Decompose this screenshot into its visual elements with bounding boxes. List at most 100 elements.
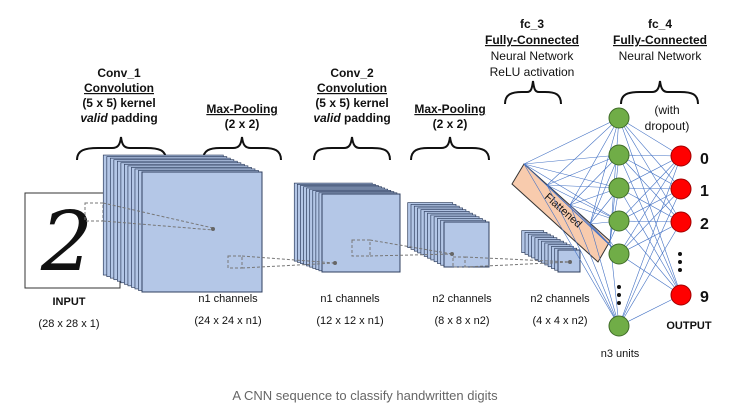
conv2-label: Conv_2 Convolution (5 x 5) kernel valid …: [313, 66, 390, 125]
connection-out: [618, 188, 682, 255]
projection-dot: [568, 260, 572, 264]
brace-pool1: [202, 136, 282, 161]
feature-map-front-2: [321, 193, 401, 273]
pool1-size: (2 x 2): [225, 117, 260, 131]
input-dims: (28 x 28 x 1): [38, 318, 99, 330]
connection-in: [523, 163, 620, 222]
connection-in: [546, 184, 620, 222]
projection-dot: [333, 261, 337, 265]
hidden-node-2: [608, 144, 630, 166]
output-label: OUTPUT: [666, 320, 712, 332]
connection-in: [523, 163, 620, 327]
connection-out: [618, 221, 682, 255]
projection-dot: [211, 227, 215, 231]
stack2-dims: (12 x 12 x n1): [316, 315, 383, 327]
output-node-0: [670, 145, 692, 167]
pool-window: [452, 256, 466, 268]
figure-caption: A CNN sequence to classify handwritten d…: [232, 388, 498, 403]
conv2-kernel: (5 x 5) kernel: [315, 96, 388, 110]
pool-window: [227, 255, 243, 269]
connection-in: [569, 154, 620, 206]
conv2-type: Convolution: [317, 81, 387, 95]
feature-map-front-1: [141, 171, 263, 293]
hidden-ellipsis: [617, 285, 621, 305]
pool2-label: Max-Pooling (2 x 2): [414, 102, 485, 131]
pool1-label: Max-Pooling (2 x 2): [206, 102, 277, 131]
stack1-channels: n1 channels: [198, 293, 258, 305]
projection-line: [464, 256, 571, 263]
hidden-node-4: [608, 210, 630, 232]
projection-line: [102, 220, 214, 231]
connection-out: [618, 294, 682, 327]
dropout-label: (with dropout): [645, 103, 690, 133]
fc4-label: fc_4 Fully-Connected Neural Network: [613, 17, 707, 63]
connection-in: [523, 163, 620, 189]
connection-in: [546, 184, 620, 327]
connection-in: [546, 184, 620, 189]
fc-connections: [523, 117, 682, 327]
output-node-2: [670, 211, 692, 233]
projection-lines: [102, 202, 572, 269]
fc3-label: fc_3 Fully-Connected Neural Network ReLU…: [485, 17, 579, 79]
connection-in: [546, 184, 620, 255]
hidden-node-1: [608, 107, 630, 129]
fc3-type: Fully-Connected: [485, 33, 579, 47]
projection-dot: [450, 252, 454, 256]
conv1-type: Convolution: [84, 81, 154, 95]
connection-out: [618, 154, 682, 296]
conv2-padding: valid padding: [313, 111, 390, 125]
conv1-label: Conv_1 Convolution (5 x 5) kernel valid …: [80, 66, 157, 125]
stack3-channels: n2 channels: [432, 293, 492, 305]
stack4-dims: (4 x 4 x n2): [532, 315, 587, 327]
connection-out: [618, 117, 682, 296]
connection-in: [523, 154, 620, 165]
projection-line: [369, 253, 453, 257]
output-label-9: 9: [700, 289, 709, 306]
brace-pool2: [410, 136, 490, 161]
hidden-node-3: [608, 177, 630, 199]
connection-out: [618, 117, 682, 190]
output-label-0: 0: [700, 151, 709, 168]
feature-map-stacks: [102, 154, 581, 293]
input-digit: 2: [40, 195, 93, 290]
input-label: INPUT: [53, 296, 86, 308]
brace-conv2: [313, 136, 391, 161]
connection-out: [618, 155, 682, 189]
fc3-line2: ReLU activation: [490, 65, 575, 79]
dropout-line1: (with: [654, 103, 679, 117]
connection-in: [523, 117, 620, 165]
feature-map-front-3: [443, 221, 490, 268]
connection-in: [569, 117, 620, 206]
connection-out: [618, 188, 682, 327]
hidden-units-label: n3 units: [601, 348, 640, 360]
stack3-dims: (8 x 8 x n2): [434, 315, 489, 327]
conv1-title: Conv_1: [97, 66, 141, 80]
connection-in: [589, 117, 620, 225]
dropout-line2: dropout): [645, 119, 690, 133]
fc4-line1: Neural Network: [619, 49, 703, 63]
projection-line: [241, 262, 336, 269]
conv1-padding: valid padding: [80, 111, 157, 125]
brace-fc4: [620, 80, 699, 105]
projection-line: [369, 239, 453, 255]
stack1-dims: (24 x 24 x n1): [194, 315, 261, 327]
pool2-title: Max-Pooling: [414, 102, 485, 116]
conv1-pad-rest: padding: [108, 111, 158, 125]
connection-out: [618, 155, 682, 255]
connection-out: [618, 117, 682, 157]
connection-out: [618, 117, 682, 223]
connection-in: [589, 154, 620, 225]
output-label-2: 2: [700, 216, 709, 233]
hidden-node-5: [608, 243, 630, 265]
connection-out: [618, 155, 682, 327]
conv2-pad-rest: padding: [341, 111, 391, 125]
conv2-title: Conv_2: [330, 66, 374, 80]
fc3-line1: Neural Network: [491, 49, 575, 63]
brace-fc3: [504, 80, 562, 105]
connection-in: [546, 117, 620, 186]
fc-nodes: [608, 107, 692, 337]
connection-in: [569, 204, 620, 327]
fc3-title: fc_3: [520, 17, 544, 31]
pool1-title: Max-Pooling: [206, 102, 277, 116]
conv2-pad-word: valid: [313, 111, 341, 125]
